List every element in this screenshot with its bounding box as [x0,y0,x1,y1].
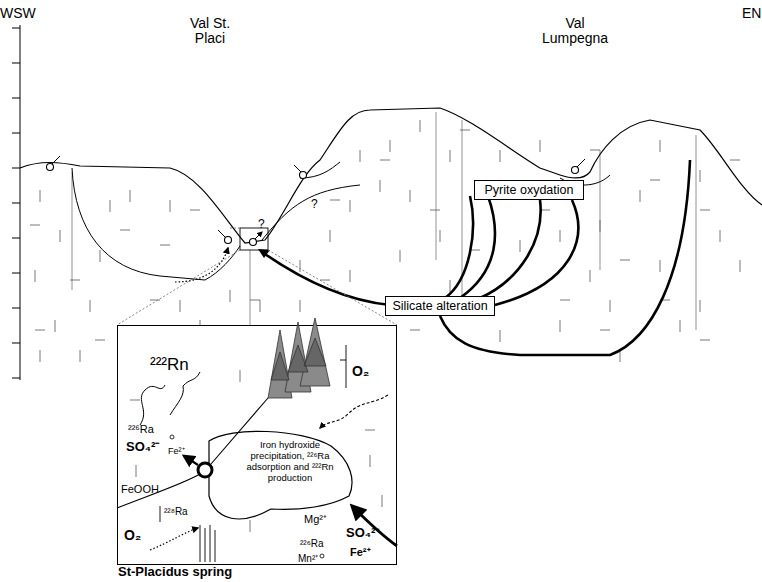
annotation: FeOOH [121,483,159,495]
annotation: Fe²⁺ [350,546,371,558]
reaction-zone: Iron hydroxide precipitation, ²²⁶Ra adso… [206,426,356,526]
node-text: Silicate alteration [392,300,487,313]
process-box: Pyrite oxydation [474,180,584,200]
fault-lines [72,112,696,330]
process-box: Silicate alteration [385,296,495,316]
annotation: ²²⁶Ra [300,538,324,549]
zoom-leaders [117,228,397,325]
dotted-flow [175,248,228,282]
annotation: Val St. Placi [175,16,245,47]
annotation: ? [258,218,265,231]
spring-outflow-arrows [52,156,585,239]
flow-cell-boundary [72,162,610,280]
blob-outline [209,431,352,519]
springs [47,164,579,246]
inset-title: St-Placidus spring [118,564,232,580]
annotation: Mg²⁺ [304,513,327,525]
annotation: SO₄²⁻ [346,526,379,540]
annotation: O₂ [124,528,141,543]
annotation: ²²⁸Ra [164,506,188,517]
annotation: Mn²⁺ [298,553,318,564]
annotation: EN [742,6,761,21]
annotation: ²²²Rn [150,356,189,375]
node-text: Iron hydroxide precipitation, ²²⁶Ra adso… [234,440,346,484]
annotation: Fe²⁺ [168,447,185,457]
annotation: SO₄²⁻ [126,440,159,454]
node-text: Pyrite oxydation [485,184,574,197]
zoom-frame [240,228,268,250]
annotation: O₂ [352,364,369,379]
annotation: Val Lumpegna [535,16,615,47]
annotation: ? [311,198,318,211]
depth-axis [12,25,20,380]
annotation: WSW [0,6,36,21]
annotation: ²²⁶Ra [128,423,154,435]
topography [20,108,762,243]
